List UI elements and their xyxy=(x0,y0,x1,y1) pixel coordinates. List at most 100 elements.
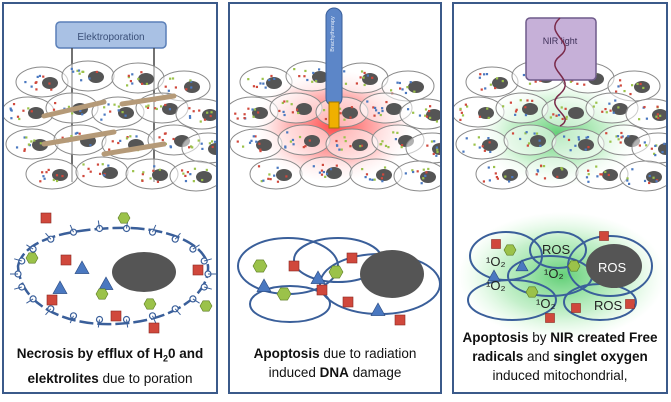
molecule-dot xyxy=(41,171,44,174)
cell-nucleus xyxy=(28,107,44,119)
triangle-molecule xyxy=(370,302,386,316)
molecule-dot xyxy=(494,86,497,90)
molecule-dot xyxy=(599,173,602,176)
molecule-dot xyxy=(33,139,36,142)
molecule-dot xyxy=(489,83,492,86)
molecule-dot xyxy=(30,140,33,143)
molecule-dot xyxy=(412,170,415,174)
cell-nucleus xyxy=(634,81,650,93)
molecule-dot xyxy=(621,135,624,138)
molecule-dot xyxy=(638,118,641,121)
molecule-dot xyxy=(113,103,116,106)
cell-nucleus xyxy=(482,139,498,151)
hexagon-molecule xyxy=(143,298,157,310)
molecule-dot xyxy=(96,163,100,166)
molecule-dot xyxy=(278,109,281,113)
radiation-source xyxy=(328,101,340,129)
molecule-dot xyxy=(80,79,83,82)
molecule-dot xyxy=(604,107,607,111)
molecule-dot xyxy=(241,145,245,148)
molecule-dot xyxy=(260,180,263,183)
molecule-dot xyxy=(291,138,295,142)
efflux-arrow xyxy=(192,298,200,304)
molecule-dot xyxy=(27,143,31,146)
molecule-dot xyxy=(661,150,664,154)
molecule-dot xyxy=(87,167,90,170)
molecule-dot xyxy=(117,105,120,108)
molecule-dot xyxy=(185,88,188,91)
ros-label: ROS xyxy=(542,242,571,257)
molecule-dot xyxy=(392,131,395,134)
molecule-dot xyxy=(466,105,469,108)
molecule-dot xyxy=(600,173,604,176)
molecule-dot xyxy=(286,100,289,103)
molecule-dot xyxy=(283,100,286,103)
molecule-dot xyxy=(462,150,465,153)
molecule-dot xyxy=(34,81,37,85)
molecule-dot xyxy=(155,107,158,111)
molecule-dot xyxy=(145,105,148,108)
molecule-dot xyxy=(650,147,653,150)
molecule-dot xyxy=(596,175,599,178)
molecule-dot xyxy=(146,106,150,109)
cell-nucleus xyxy=(652,109,666,121)
molecule-dot xyxy=(161,138,164,142)
molecule-dot xyxy=(293,67,296,71)
molecule-dot xyxy=(631,168,634,171)
efflux-arrow xyxy=(97,220,100,229)
molecule-dot xyxy=(284,146,287,149)
molecule-dot xyxy=(577,138,581,141)
molecule-dot xyxy=(180,169,184,172)
molecule-dot xyxy=(656,113,659,116)
molecule-dot xyxy=(425,171,428,174)
molecule-dot xyxy=(264,86,267,89)
molecule-dot xyxy=(35,88,38,91)
hexagon-molecule xyxy=(95,288,109,300)
cell-nucleus xyxy=(208,143,216,155)
molecule-dot xyxy=(258,142,261,145)
molecule-dot xyxy=(531,99,534,102)
molecule-dot xyxy=(524,132,527,135)
molecule-dot xyxy=(645,144,648,147)
molecule-dot xyxy=(344,139,347,143)
tissue-cells xyxy=(4,60,216,192)
molecule-dot xyxy=(368,178,372,181)
molecule-dot xyxy=(247,107,250,110)
molecule-dot xyxy=(124,114,127,117)
molecule-dot xyxy=(199,120,202,123)
molecule-dot xyxy=(54,101,57,105)
molecule-dot xyxy=(355,82,359,85)
singlet-oxygen-label: ¹O₂ xyxy=(544,266,564,281)
molecule-dot xyxy=(394,138,398,141)
molecule-dot xyxy=(509,101,512,104)
molecule-dot xyxy=(141,173,144,176)
molecule-dot xyxy=(142,171,145,174)
molecule-dot xyxy=(620,131,623,135)
molecule-dot xyxy=(527,142,531,145)
efflux-arrow xyxy=(45,308,52,316)
molecule-dot xyxy=(614,99,617,102)
molecule-dot xyxy=(595,165,598,168)
molecule-dot xyxy=(289,140,293,143)
molecule-dot xyxy=(657,116,660,120)
square-molecule xyxy=(599,231,609,241)
efflux-arrow xyxy=(204,286,212,290)
molecule-dot xyxy=(631,84,634,87)
molecule-dot xyxy=(607,173,610,177)
molecule-dot xyxy=(276,180,280,183)
molecule-dot xyxy=(612,111,615,114)
molecule-dot xyxy=(648,174,651,178)
cell-nucleus xyxy=(326,167,342,179)
caption-brachytherapy: Apoptosis due to radiation induced DNA d… xyxy=(253,346,417,380)
nir-illustration: NIR light ROS ROS ROS ¹O₂ ¹O₂ ¹O₂ ¹O₂ xyxy=(454,17,666,340)
molecule-dot xyxy=(338,148,341,151)
cell-nucleus xyxy=(478,107,494,119)
molecule-dot xyxy=(344,82,348,85)
molecule-dot xyxy=(424,174,427,177)
molecule-dot xyxy=(601,110,604,113)
molecule-dot xyxy=(543,177,547,180)
molecule-dot xyxy=(140,82,144,85)
molecule-dot xyxy=(79,109,82,113)
square-molecule xyxy=(545,313,555,323)
molecule-dot xyxy=(12,103,16,106)
